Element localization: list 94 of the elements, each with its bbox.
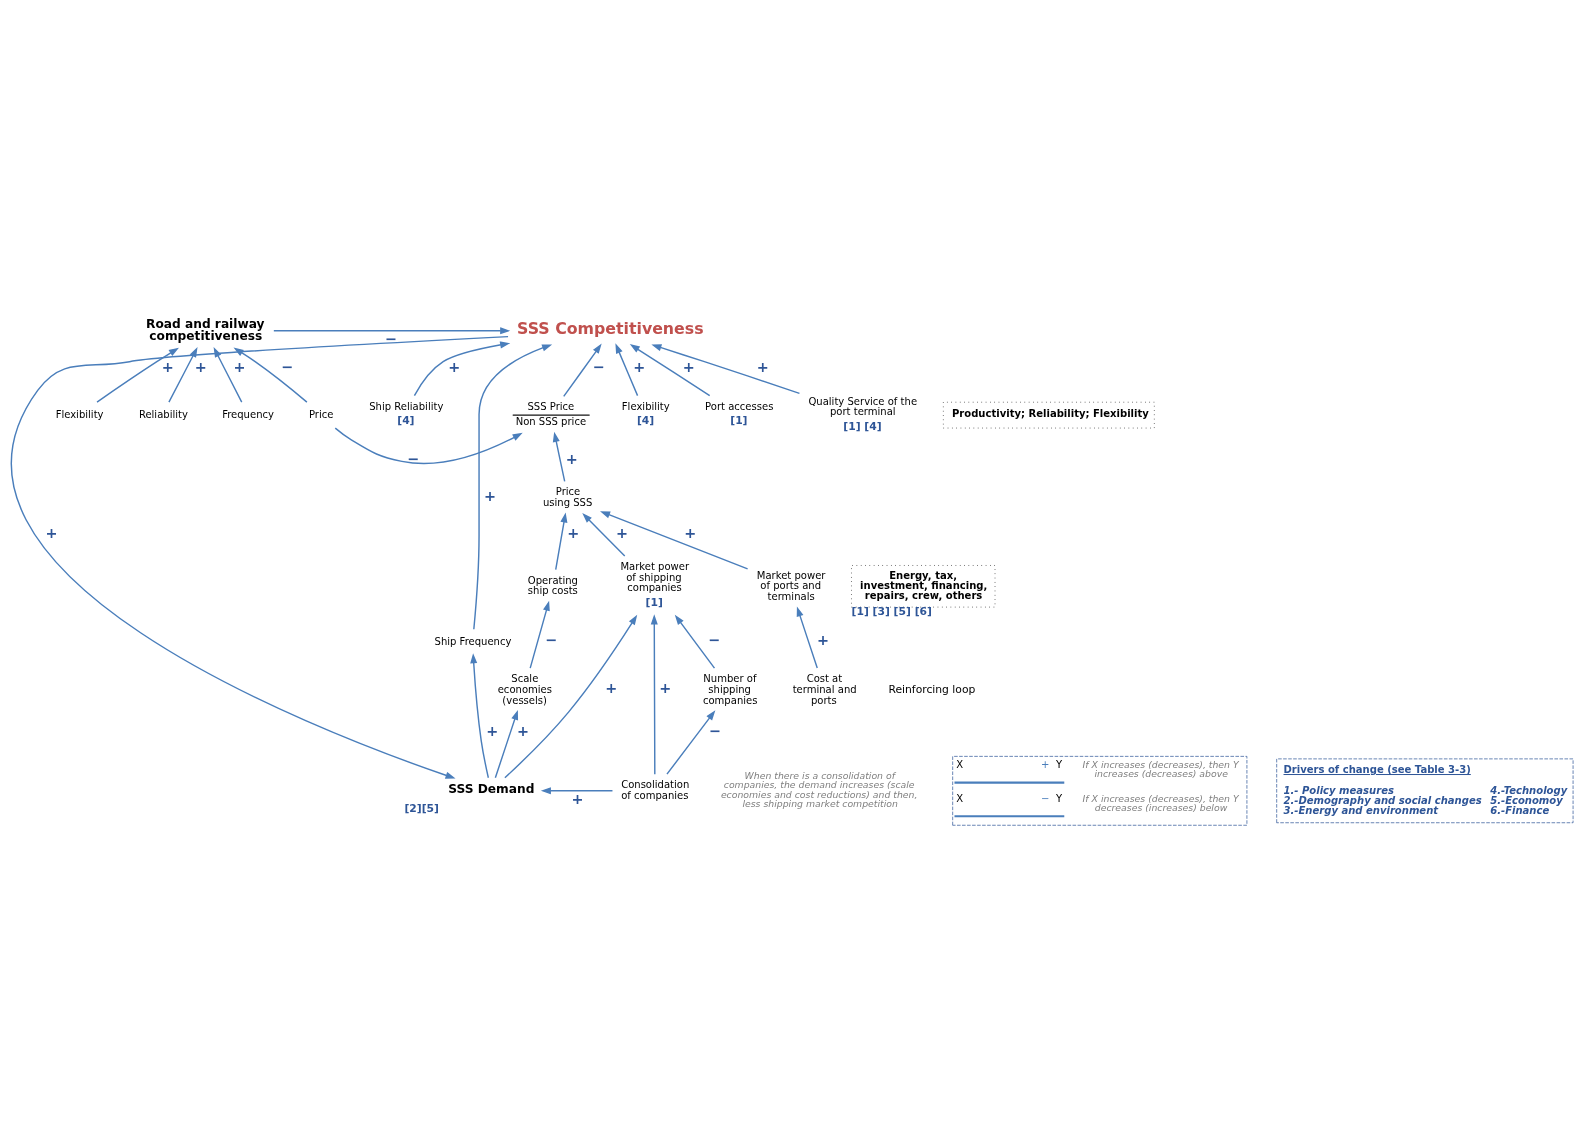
label: When there is a consolidation of companies, the demand increases (scale economies and cost reductions) and then, less shipping market competition [720,769,918,809]
node-label: [1] [3] [5] [6] [851,604,932,618]
edge-label: + [605,679,618,696]
arrow [273,326,511,334]
edge-label: + [567,524,580,541]
label: 6.-Finance [1490,804,1550,816]
label: + [1040,758,1050,770]
node-text: Scale economies (vessels) [497,672,552,706]
node-text: Operating ship costs [527,574,578,596]
arrow [11,335,509,779]
arrow [651,343,801,394]
node-label: SSS Price [527,400,575,412]
node-text: Flexibility [55,408,104,420]
edge-label: + [194,358,207,375]
edge-label: − [384,330,397,347]
arrow [555,511,568,570]
edge-label: + [817,631,830,648]
edge-label: + [233,358,246,375]
edge-label: + [682,358,695,375]
edge-label: − [707,631,720,648]
label: Reinforcing loop [888,682,976,695]
arrow [540,786,614,794]
arrow [650,613,658,775]
node-text: Road and railway competitiveness [146,316,265,343]
label: Drivers of change (see Table 3-3) [1283,763,1471,775]
node-text: Price [308,408,334,420]
edge-label: + [659,679,672,696]
label: 1.- Policy measures [1283,784,1394,796]
arrow [473,343,553,630]
node-text: Price using SSS [542,485,593,508]
edge-label: + [161,358,174,375]
arrow [233,347,308,403]
node-label: Non SSS price [515,415,587,427]
edge-label: + [517,722,530,739]
arrow [563,343,602,397]
edge-label: + [571,790,584,807]
node-text: Market power of ports and terminals [756,569,826,602]
arrow [470,652,490,778]
arrow [674,614,716,669]
edge-label: − [545,631,558,648]
label: Y [1056,758,1063,770]
label: X [956,792,964,804]
node-text: SSS Demand [448,781,535,796]
edge-label: + [486,722,499,739]
arrow [582,512,626,557]
label: 4.-Technology [1490,784,1568,796]
label: 2.-Demography and social changes [1283,794,1482,806]
node-text: Consolidation of companies [621,778,690,801]
arrow [552,431,566,482]
node-text: SSS Competitiveness [517,318,704,338]
arrow [600,510,749,570]
arrow [334,426,523,464]
node-box: Energy, tax, investment, financing, repairs, crew, others [851,564,996,607]
node-label: [2][5] [404,801,440,815]
edge-label: + [45,524,58,541]
arrow [168,346,198,403]
legend-label: If X increases (decreases), then Y increases (decreases) above [1082,758,1239,779]
node-text: Market power of shipping companies [1] [620,560,690,609]
legend-label: If X increases (decreases), then Y decreases (increases) below [1082,792,1239,813]
arrow [629,343,711,396]
node-box: Productivity; Reliability; Flexibility [943,401,1155,428]
arrow [213,346,243,403]
label: − [1040,792,1050,804]
arrow [615,342,639,396]
node-text: Port accesses [1] [705,400,774,427]
edge-label: + [756,358,769,375]
arrow [796,605,818,669]
label: 5.-Economoy [1490,794,1563,806]
arrow [96,347,179,403]
node-text: Ship Frequency [434,635,512,647]
edge-label: − [592,358,605,375]
edge-label: − [406,450,419,467]
arrow [413,340,511,396]
node-text: Quality Service of the port terminal [1] [4] [808,395,918,433]
edge-label: + [616,524,629,541]
node-text: Reliability [138,408,188,420]
arrow [494,709,519,778]
node-text: Flexibility [4] [621,400,670,427]
node-text: Frequency [222,408,274,420]
edge-label: − [280,358,294,375]
edge-label: + [448,358,461,375]
edge-label: + [484,487,497,504]
node-text: Number of shipping companies [702,672,758,706]
edge-label: + [684,524,697,541]
label: X [956,758,964,770]
arrow [504,614,638,778]
edge-label: + [565,450,578,467]
node-text: Cost at terminal and ports [792,672,857,706]
arrow [666,709,716,775]
node-text: Ship Reliability [4] [369,400,444,427]
label: Y [1056,792,1063,804]
edge-label: − [708,722,721,739]
edge-label: + [633,358,646,375]
arrow [529,600,550,669]
